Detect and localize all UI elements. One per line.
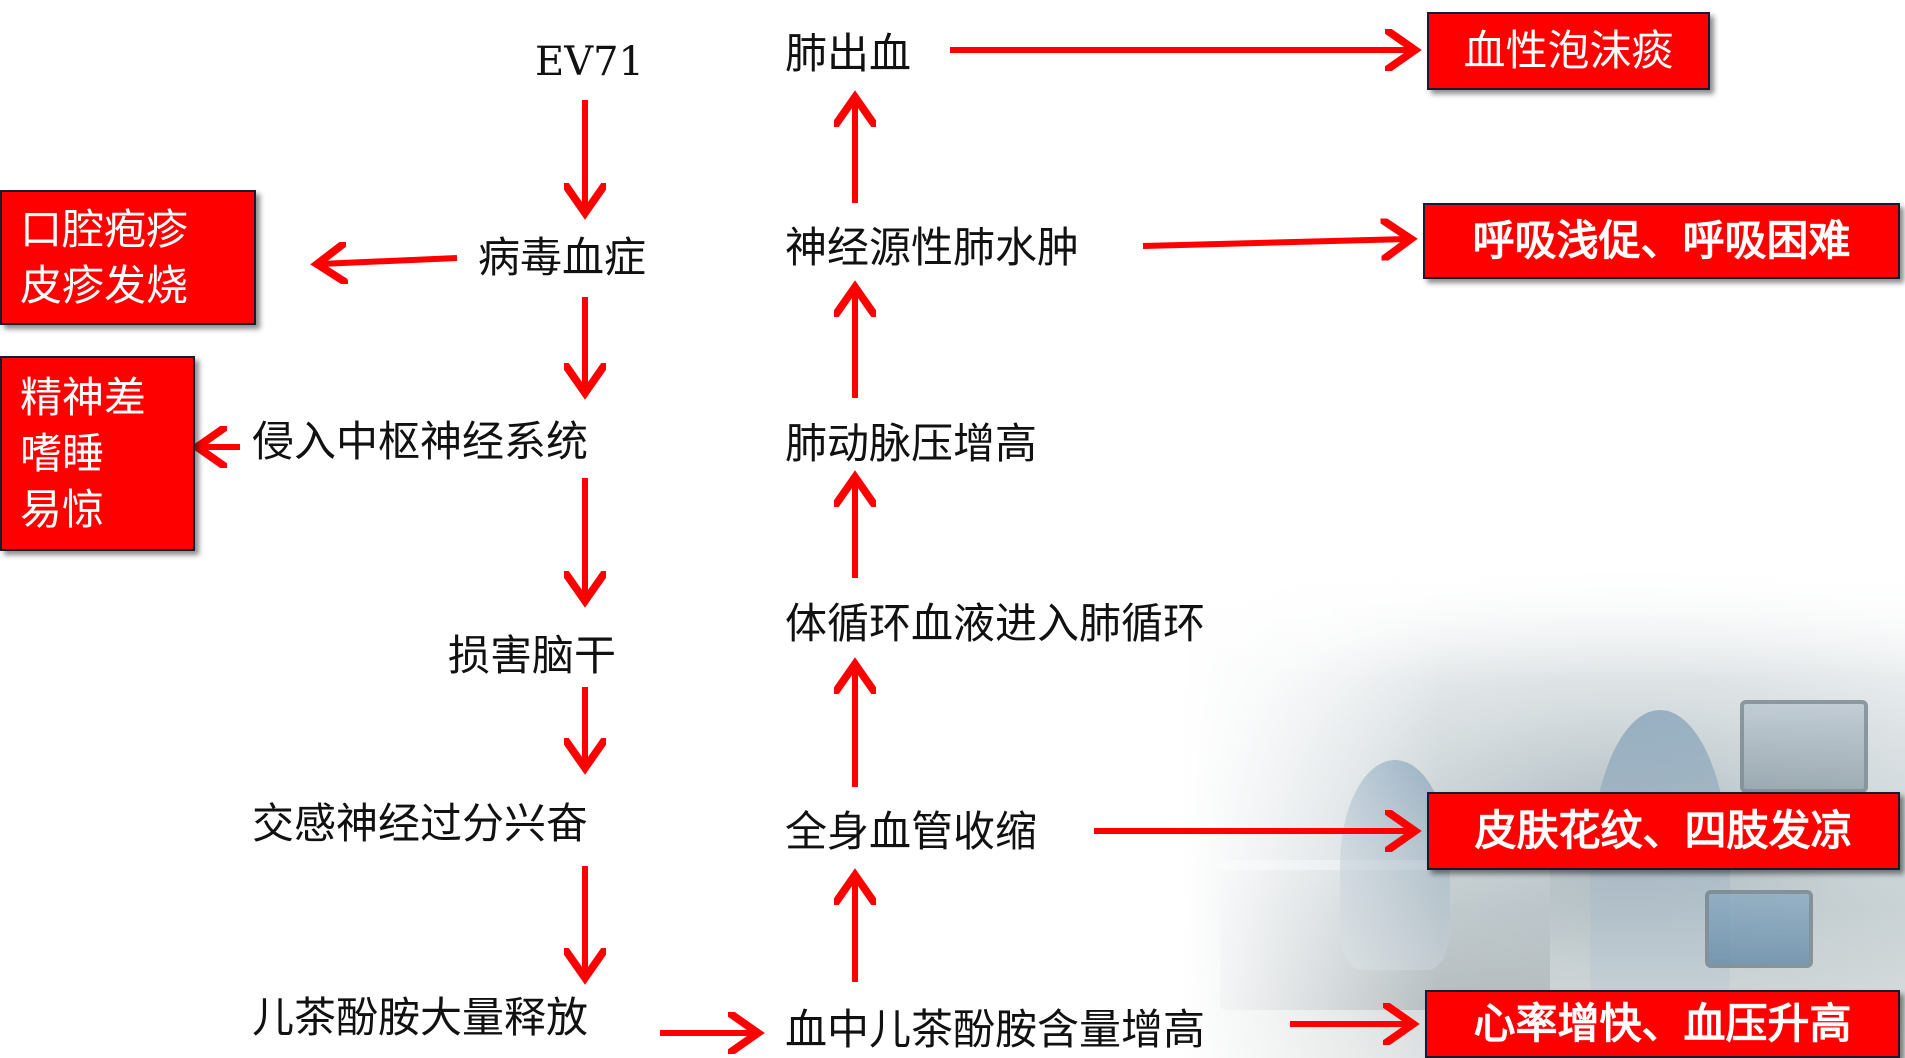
symptom-box-oral-rash: 口腔疱疹 皮疹发烧 bbox=[0, 190, 256, 325]
node-ev71: EV71 bbox=[535, 39, 644, 85]
patient-monitor bbox=[1740, 700, 1868, 793]
arrow-edema-to-breathing bbox=[1142, 239, 1408, 246]
doctor-figure bbox=[1590, 710, 1730, 1040]
symptom-box-breathing: 呼吸浅促、呼吸困难 bbox=[1423, 203, 1900, 279]
node-pulmonary-edema: 神经源性肺水肿 bbox=[785, 223, 1080, 272]
node-pulmonary-hemorrhage: 肺出血 bbox=[785, 29, 912, 78]
node-cns-invasion: 侵入中枢神经系统 bbox=[252, 417, 589, 466]
symptom-box-heart: 心率增快、血压升高 bbox=[1425, 990, 1900, 1058]
photo-fade-top bbox=[1180, 560, 1905, 680]
node-catecholamine-release: 儿茶酚胺大量释放 bbox=[252, 993, 589, 1042]
node-blood-catecholamine: 血中儿茶酚胺含量增高 bbox=[785, 1005, 1206, 1054]
ventilator-screen bbox=[1705, 890, 1813, 968]
hospital-background-photo bbox=[1180, 560, 1905, 1058]
node-pulmonary-pressure: 肺动脉压增高 bbox=[785, 419, 1038, 468]
node-circulation-shift: 体循环血液进入肺循环 bbox=[785, 599, 1206, 648]
node-sympathetic-excitation: 交感神经过分兴奋 bbox=[252, 799, 589, 848]
symptom-box-mental: 精神差 嗜睡 易惊 bbox=[0, 356, 195, 551]
arrow-viremia-to-oral bbox=[320, 258, 458, 264]
node-brainstem-damage: 损害脑干 bbox=[448, 631, 617, 680]
node-vasoconstriction: 全身血管收缩 bbox=[785, 807, 1038, 856]
node-viremia: 病毒血症 bbox=[478, 233, 647, 282]
symptom-box-skin: 皮肤花纹、四肢发凉 bbox=[1427, 792, 1900, 870]
symptom-box-sputum: 血性泡沫痰 bbox=[1427, 12, 1710, 90]
